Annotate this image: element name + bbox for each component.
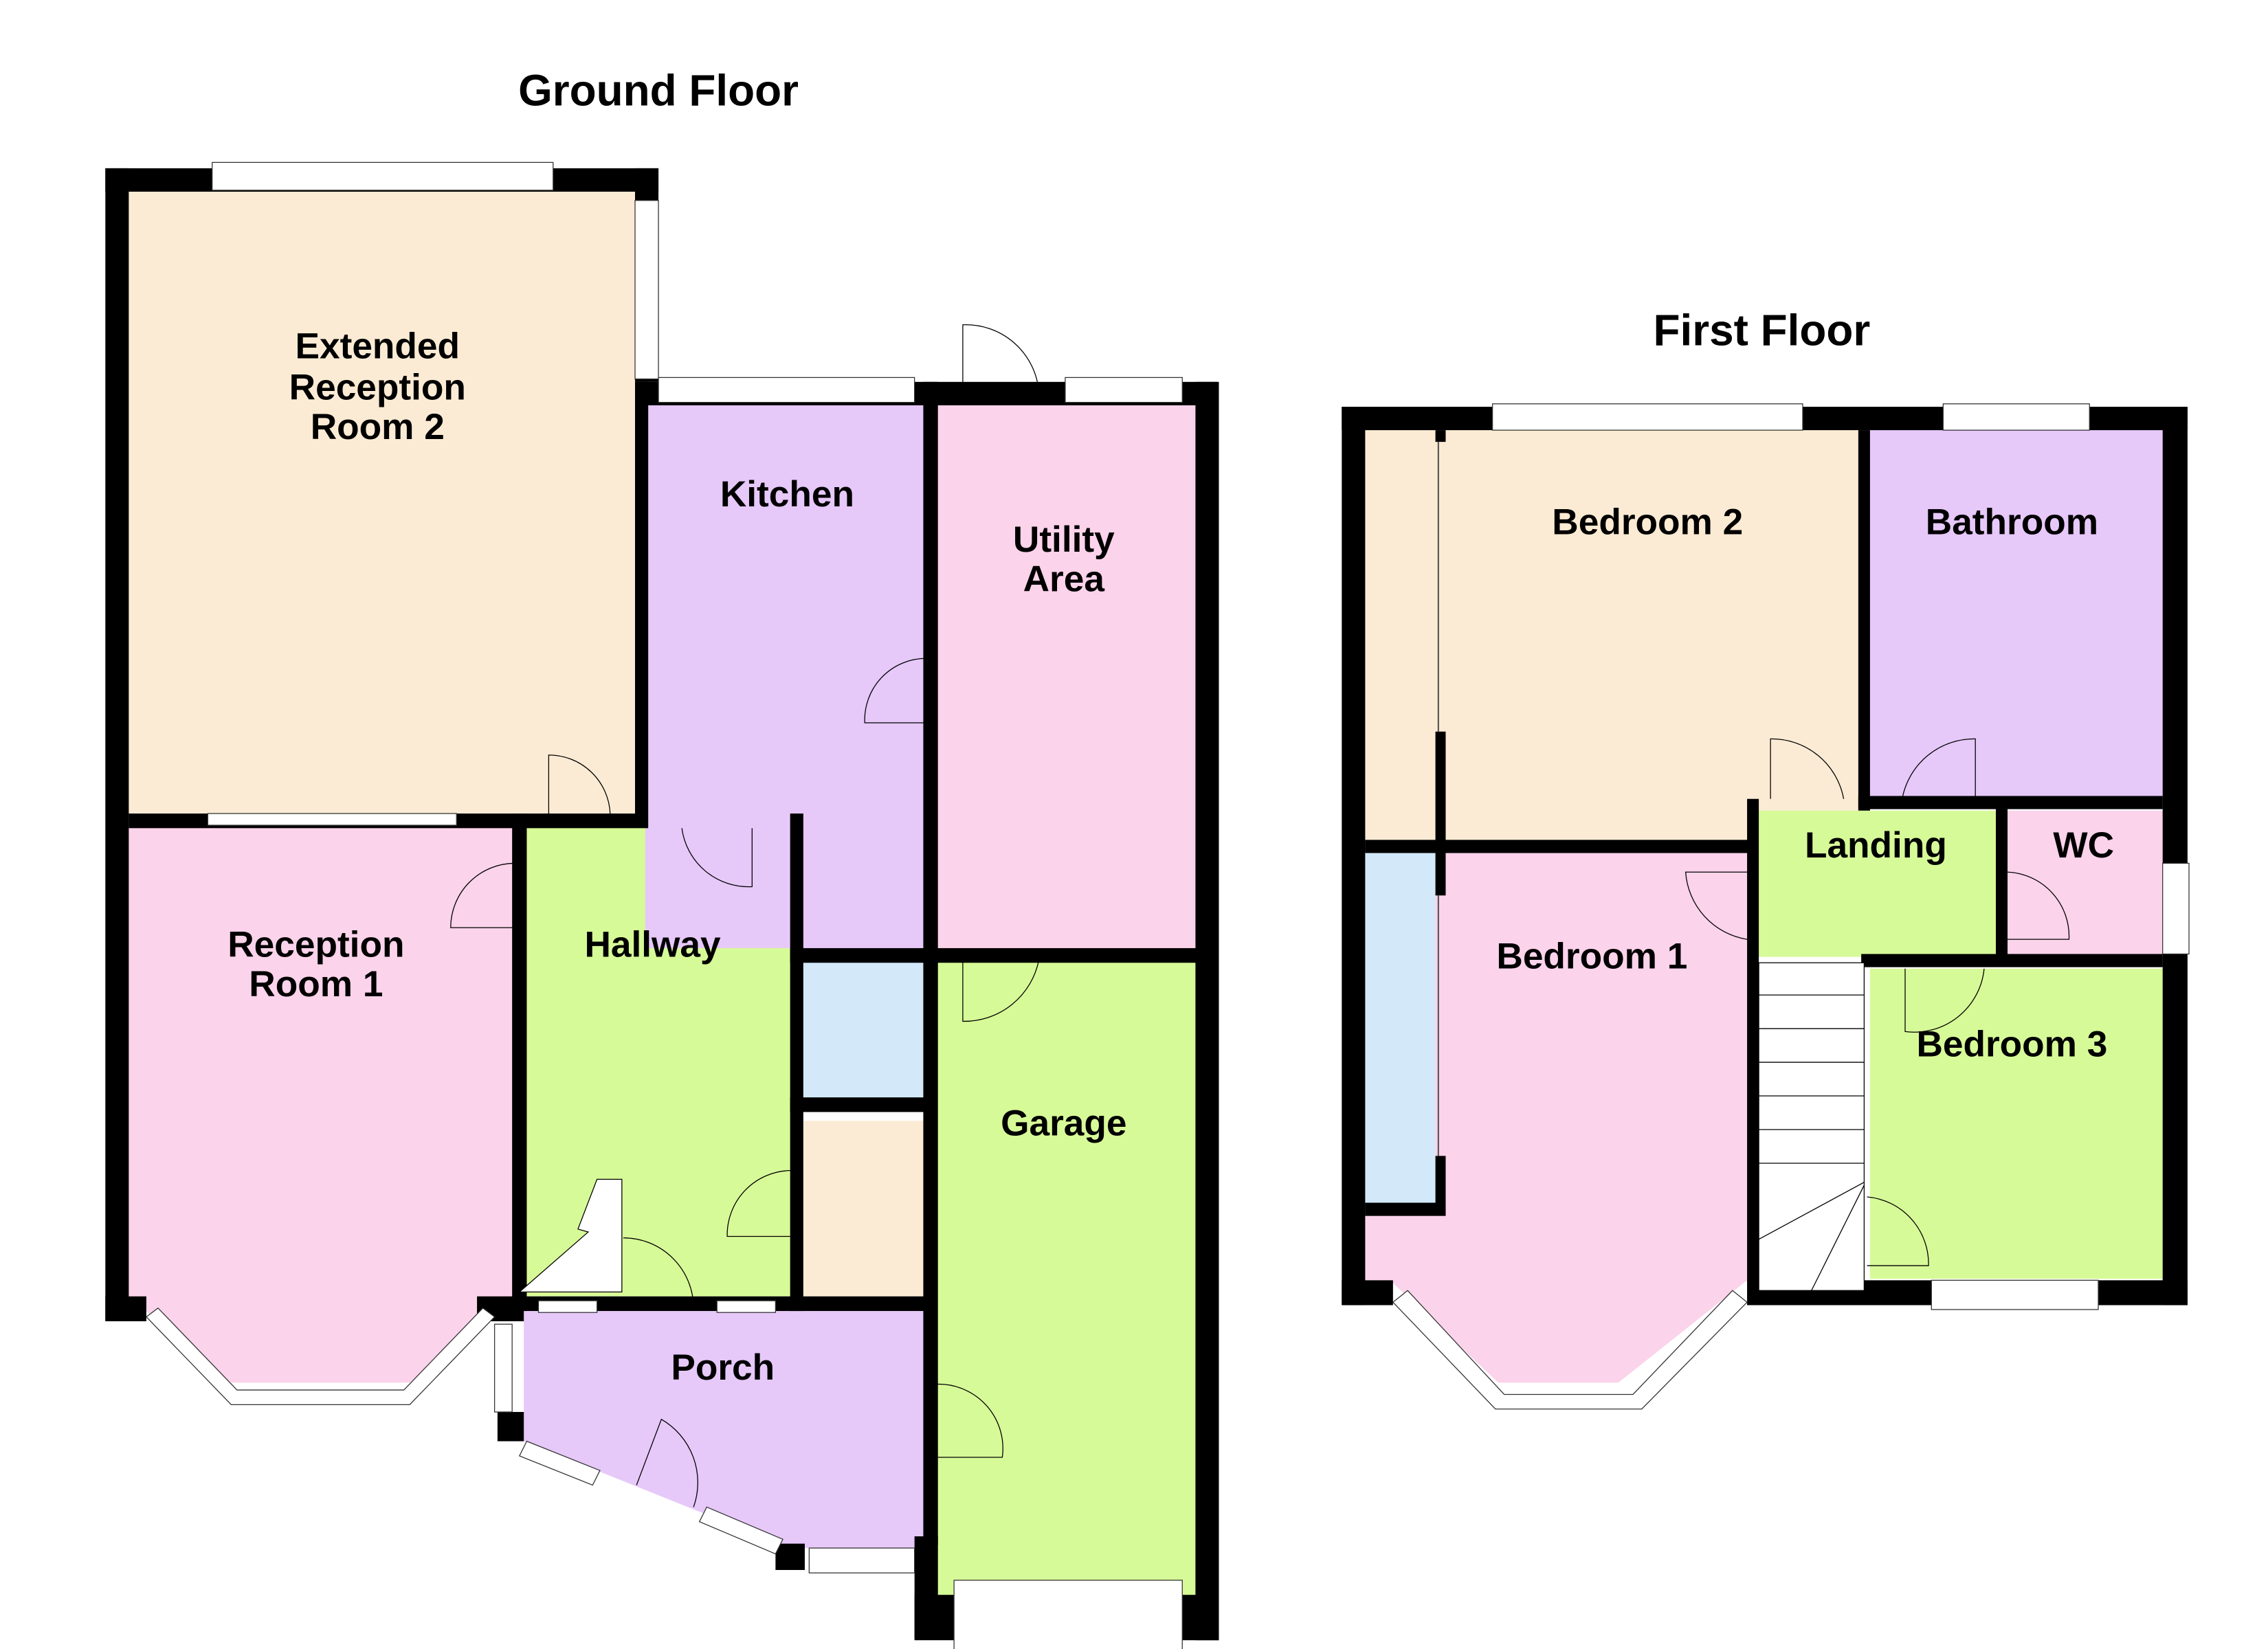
window-icon	[537, 1300, 598, 1313]
window-icon	[808, 1547, 915, 1573]
room-label: Bathroom	[1926, 502, 2098, 542]
room-label: Landing	[1805, 825, 1947, 866]
room-label: Hallway	[584, 925, 721, 965]
room-cupboard-blue	[803, 959, 926, 1098]
room-label: Area	[1023, 559, 1105, 599]
door-icon	[1904, 968, 1985, 1033]
ground-floor: Ground Floor	[105, 65, 1219, 1649]
room-utility-area	[937, 403, 1196, 948]
window-icon	[1491, 403, 1803, 431]
window-icon	[1931, 1279, 2099, 1310]
room-reception-room-1	[129, 825, 515, 1383]
room-porch	[524, 1311, 926, 1549]
bay-window-icon	[1392, 1290, 1748, 1410]
room-cupboard-beige	[803, 1121, 926, 1297]
door-icon	[1902, 738, 1976, 799]
room-bathroom	[1869, 430, 2163, 796]
door-icon	[864, 658, 926, 723]
window-icon	[716, 1300, 777, 1313]
room-bedroom-1	[1365, 851, 1748, 1383]
door-icon	[1685, 871, 1748, 940]
window-icon	[518, 1440, 601, 1486]
door-icon	[681, 828, 753, 888]
room-label: WC	[2053, 825, 2114, 866]
window-icon	[493, 1323, 513, 1413]
room-label: Bedroom 3	[1916, 1024, 2107, 1065]
room-extended-reception-room-2	[129, 190, 635, 820]
room-label: Reception	[289, 367, 466, 407]
door-icon	[450, 862, 515, 928]
first-floor-title: First Floor	[1653, 306, 1870, 355]
front-door-icon	[636, 1418, 698, 1507]
room-landing	[1759, 810, 1996, 957]
door-icon	[726, 1169, 790, 1237]
room-label: Utility	[1013, 519, 1115, 560]
window-icon	[1942, 403, 2090, 431]
door-icon	[623, 1237, 694, 1308]
stairs-icon	[518, 1178, 623, 1293]
door-icon	[962, 324, 1040, 392]
window-icon	[658, 377, 915, 403]
door-icon	[937, 1383, 1003, 1458]
window-icon	[634, 200, 659, 380]
room-label: Room 2	[311, 407, 445, 447]
room-label: Garage	[1001, 1103, 1126, 1144]
door-icon	[1867, 1196, 1929, 1266]
window-icon	[2162, 862, 2190, 955]
room-label: Kitchen	[720, 474, 854, 515]
bay-window-icon	[145, 1307, 496, 1406]
door-icon	[1770, 738, 1845, 799]
window-icon	[1065, 377, 1183, 403]
first-floor: First Floor	[1342, 306, 2190, 1410]
room-wc	[2008, 810, 2163, 954]
room-wardrobe-beige	[1365, 430, 1436, 840]
room-label: Bedroom 1	[1496, 936, 1687, 977]
room-label: Bedroom 2	[1552, 502, 1743, 542]
garage-door-icon	[953, 1580, 1183, 1649]
door-icon	[548, 754, 611, 814]
room-label: Porch	[671, 1347, 775, 1388]
window-icon	[698, 1506, 783, 1555]
door-icon	[2008, 871, 2070, 940]
stairs-icon	[1758, 962, 1865, 1291]
ground-floor-title: Ground Floor	[518, 65, 799, 115]
room-wardrobe-blue	[1365, 851, 1436, 1203]
room-garage	[926, 959, 1196, 1619]
room-label: Extended	[296, 326, 460, 367]
door-icon	[962, 959, 1040, 1022]
room-kitchen	[645, 403, 926, 948]
room-label: Reception	[227, 925, 404, 965]
room-label: Room 1	[249, 964, 383, 1005]
room-bedroom-2	[1435, 430, 1858, 840]
window-icon	[207, 813, 457, 826]
room-bedroom-3	[1869, 968, 2163, 1279]
window-icon	[212, 161, 554, 191]
